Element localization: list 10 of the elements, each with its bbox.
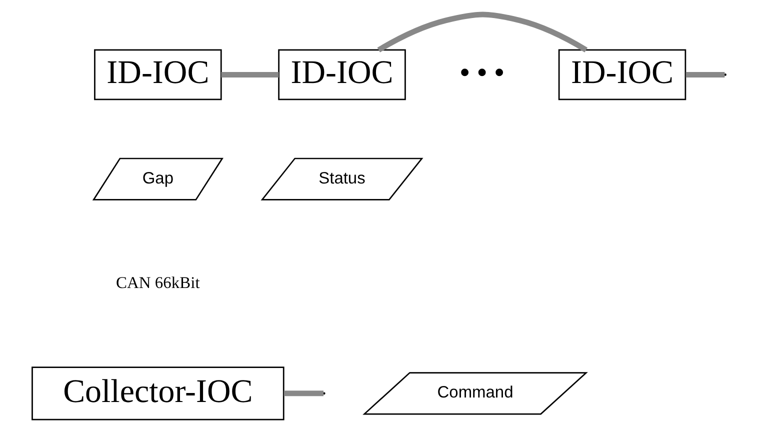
node-box: ID-IOC [94,48,222,100]
label: CAN 66kBit [116,272,200,292]
node-box: ID-IOC [278,48,406,100]
node-box: Collector-IOC [32,366,284,420]
label: • • • [460,56,504,88]
connector [686,71,725,77]
connector [377,11,588,52]
connector [284,390,324,396]
connector [221,71,279,77]
node-box: ID-IOC [558,48,686,100]
